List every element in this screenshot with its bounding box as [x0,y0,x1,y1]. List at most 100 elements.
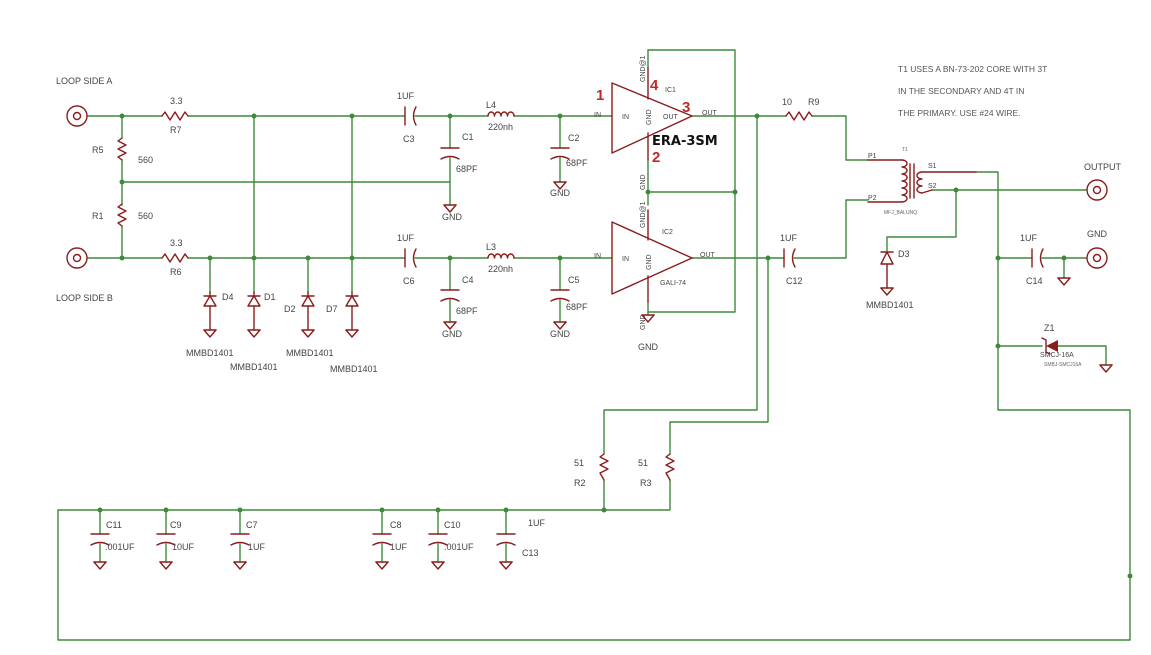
t1-s2: S2 [928,183,937,190]
ic2-gnd1-label: GND@1 [640,201,647,228]
d1-ground-icon [247,329,261,338]
resistor-r7[interactable] [161,111,189,121]
resistor-r9[interactable] [785,111,813,121]
ic2-in-label: IN [622,256,629,263]
amplifier-ic1[interactable] [611,67,693,161]
c10-value: .001UF [444,542,474,552]
c1-value: 68PF [456,164,478,174]
junction-dots [97,113,1133,579]
capacitor-c1[interactable] [440,147,460,160]
c11-name: C11 [106,520,122,530]
c14-value: 1UF [1020,233,1038,243]
diode-d1[interactable] [247,291,261,331]
capacitor-c10[interactable] [428,533,448,546]
c3-name: C3 [403,134,415,144]
c11-value: .001UF [105,542,135,552]
diode-d2[interactable] [301,291,315,331]
capacitor-c8[interactable] [372,533,392,546]
capacitor-c11[interactable] [90,533,110,546]
capacitor-c2[interactable] [550,147,570,160]
ic1-out-label: OUT [663,114,679,121]
capacitor-c4[interactable] [440,289,460,302]
r6-value: 3.3 [170,238,183,248]
c2-name: C2 [568,133,580,143]
loop-b-label: LOOP SIDE B [56,293,113,303]
capacitor-c7[interactable] [230,533,250,546]
transformer-t1[interactable] [867,159,977,203]
zener-z1[interactable] [1041,337,1058,355]
ic1-name: IC1 [665,87,676,94]
c6-name: C6 [403,276,415,286]
c9-value: 10UF [172,542,195,552]
r3-value: 51 [638,458,648,468]
capacitor-c13[interactable] [496,533,516,546]
resistor-r1[interactable] [117,203,127,227]
l3-name: L3 [486,242,496,252]
gnd-connector-label: GND [1087,229,1108,239]
capacitor-c5[interactable] [550,289,570,302]
capacitor-c6[interactable] [404,248,417,268]
ic1-gnd-bottom-label: GND [640,174,647,190]
c4-value: 68PF [456,306,478,316]
capacitor-c9[interactable] [156,533,176,546]
resistor-r6[interactable] [161,253,189,263]
capacitor-c12[interactable] [783,248,796,268]
note-line-3: THE PRIMARY. USE #24 WIRE. [898,108,1021,118]
c13-value: 1UF [528,518,546,528]
r7-name: R7 [170,125,182,135]
r9-value: 10 [782,97,792,107]
z1-name: Z1 [1044,323,1055,333]
c5-gnd-label: GND [550,329,571,339]
t1-name: T1 [902,147,908,153]
diode-d3[interactable] [880,251,894,289]
r5-value: 560 [138,155,153,165]
ic2-ground-label: GND [638,342,659,352]
d4-value: MMBD1401 [186,348,234,358]
output-connector[interactable] [1086,179,1108,201]
r3-name: R3 [640,478,652,488]
diode-d4[interactable] [203,291,217,331]
c7-value: 1UF [248,542,266,552]
r2-name: R2 [574,478,586,488]
d3-ground-icon [880,287,894,296]
c2-gnd-label: GND [550,188,571,198]
c1-name: C1 [462,132,474,142]
resistor-r2[interactable] [599,453,609,481]
amplifier-ic2[interactable] [611,209,693,303]
diode-d7[interactable] [345,291,359,331]
c12-name: C12 [786,276,803,286]
c13-name: C13 [522,548,539,558]
z1-ground-icon [1099,364,1113,373]
c7-ground-icon [233,561,247,570]
d1-name: D1 [264,292,276,302]
ic2-gnd-bottom-label: GND [640,314,647,330]
ic2-gnd-label: GND [646,254,653,270]
resistor-r5[interactable] [117,137,127,161]
c4-gnd-label: GND [442,329,463,339]
c3-value: 1UF [397,91,415,101]
r9-name: R9 [808,97,820,107]
note-line-2: IN THE SECONDARY AND 4T IN [898,86,1024,96]
d7-name: D7 [326,304,338,314]
inductor-l3[interactable] [487,253,515,259]
loop-b-connector[interactable] [66,247,88,269]
capacitor-c14[interactable] [1031,248,1044,268]
gnd-connector[interactable] [1086,247,1108,269]
c9-name: C9 [170,520,182,530]
d2-ground-icon [301,329,315,338]
r1-name: R1 [92,211,104,221]
r1-value: 560 [138,211,153,221]
capacitor-c3[interactable] [404,106,417,126]
d3-value: MMBD1401 [866,300,914,310]
d4-name: D4 [222,292,234,302]
c14-ground-icon [1057,277,1071,286]
c5-ground-icon [553,321,567,330]
resistor-r3[interactable] [665,453,675,481]
loop-a-connector[interactable] [66,105,88,127]
c11-ground-icon [93,561,107,570]
c7-name: C7 [246,520,258,530]
c8-name: C8 [390,520,402,530]
c5-name: C5 [568,275,580,285]
inductor-l4[interactable] [487,111,515,117]
t1-p2: P2 [868,195,877,202]
